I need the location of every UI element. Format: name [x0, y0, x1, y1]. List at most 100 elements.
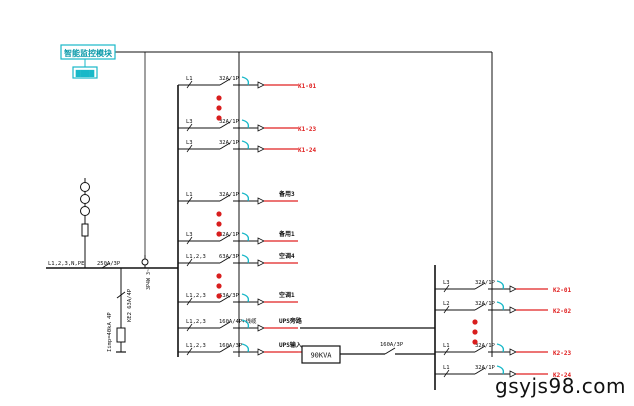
indicator-lamp-icon: [80, 194, 90, 204]
fuse-icon: [81, 223, 89, 237]
phase-tick: [443, 347, 450, 356]
breaker-switch-icon: [219, 321, 231, 329]
breaker-switch-icon: [219, 121, 231, 129]
continuation-dot-icon: [216, 221, 222, 227]
control-wiring: [115, 51, 493, 357]
terminal-arrow-icon: [509, 306, 517, 314]
phase-tick: [186, 196, 193, 205]
breaker-rating-label: 160A/3P: [219, 343, 243, 349]
circuit-label: K2-24: [553, 372, 571, 379]
terminal-arrow-icon: [509, 348, 517, 356]
circuit-label: 空调4: [279, 252, 295, 260]
phase-tick: [443, 305, 450, 314]
monitoring-module: 智能监控模块 ████: [60, 44, 116, 79]
circuit-label: 备用1: [278, 230, 295, 238]
breaker-switch-icon: [474, 303, 486, 311]
terminal-arrow-icon: [257, 298, 265, 306]
current-arrow-icon: [496, 301, 505, 311]
continuation-dot-icon: [472, 339, 478, 345]
incoming-phase-label: L1,2,3,N,PE: [48, 261, 84, 267]
phase-tick: [186, 323, 193, 332]
current-arrow-icon: [241, 319, 250, 329]
breaker-switch-icon: [219, 194, 231, 202]
meter-icon: [141, 258, 149, 266]
phase-tick: [443, 369, 450, 378]
phase-tick: [186, 236, 193, 245]
breaker-rating-label: 32A/1P: [475, 301, 496, 307]
breaker-switch-icon: [219, 78, 231, 86]
current-arrow-icon: [241, 343, 250, 353]
continuation-dot-icon: [216, 211, 222, 217]
continuation-dot-icon: [216, 115, 222, 121]
phase-label: L1,2,3: [186, 293, 206, 299]
terminal-arrow-icon: [257, 259, 265, 267]
terminal-arrow-icon: [257, 348, 265, 356]
energy-meter: 3P4W 3~: [141, 255, 152, 290]
circuit-label: K2-23: [553, 350, 571, 357]
current-arrow-icon: [241, 140, 250, 150]
continuation-dot-icon: [216, 273, 222, 279]
meter-label: 3P4W 3~: [146, 269, 152, 290]
breaker-switch-icon: [219, 345, 231, 353]
ups-label: 90KVA: [310, 352, 332, 360]
phase-label: L1: [186, 192, 193, 198]
breaker-switch-icon: [474, 367, 486, 375]
phase-label: L2: [443, 301, 450, 307]
current-arrow-icon: [241, 119, 250, 129]
continuation-dot-icon: [216, 293, 222, 299]
terminal-arrow-icon: [257, 197, 265, 205]
breaker-rating-label: 32A/1P: [475, 365, 496, 371]
current-arrow-icon: [496, 365, 505, 375]
current-arrow-icon: [241, 232, 250, 242]
current-arrow-icon: [241, 76, 250, 86]
phase-label: L1,2,3: [186, 254, 206, 260]
breaker-switch-icon: [219, 256, 231, 264]
continuation-dot-icon: [216, 105, 222, 111]
breaker-switch-icon: [474, 282, 486, 290]
breaker-rating-label: 160A/4P+线缆: [219, 317, 257, 325]
phase-label: L1: [443, 365, 450, 371]
incoming-section: L1,2,3,N,PE 250A/3P KE2 63A/4P Iimp=40kA…: [46, 178, 178, 353]
terminal-arrow-icon: [257, 237, 265, 245]
phase-label: L1: [186, 76, 193, 82]
breaker-switch-icon: [219, 234, 231, 242]
circuit-label: K1-23: [298, 126, 316, 133]
right-feeder: L1 32A/1P K2-24: [435, 365, 571, 379]
ups-output-breaker-label: 160A/3P: [380, 342, 404, 348]
phase-label: L1,2,3: [186, 343, 206, 349]
circuit-label: K2-01: [553, 287, 571, 294]
right-feeder: L3 32A/1P K2-01: [435, 280, 571, 294]
breaker-rating-label: 32A/1P: [475, 280, 496, 286]
breaker-rating-label: 32A/1P: [475, 343, 496, 349]
surge-protector: KE2 63A/4P Iimp=40kA 4P: [107, 268, 133, 353]
current-arrow-icon: [241, 254, 250, 264]
continuation-dot-icon: [216, 95, 222, 101]
continuation-dot-icon: [472, 319, 478, 325]
phase-tick: [186, 258, 193, 267]
terminal-arrow-icon: [509, 285, 517, 293]
indicator-lamp-icon: [80, 206, 90, 216]
phase-label: L3: [186, 140, 193, 146]
terminal-arrow-icon: [257, 145, 265, 153]
monitoring-module-screen-text: ████: [75, 70, 95, 78]
phase-tick: [443, 284, 450, 293]
current-arrow-icon: [241, 192, 250, 202]
breaker-switch-icon: [219, 142, 231, 150]
spd-icon: [116, 327, 126, 343]
breaker-switch-icon: [219, 295, 231, 303]
phase-label: L3: [443, 280, 450, 286]
terminal-arrow-icon: [257, 124, 265, 132]
phase-tick: [186, 80, 193, 89]
